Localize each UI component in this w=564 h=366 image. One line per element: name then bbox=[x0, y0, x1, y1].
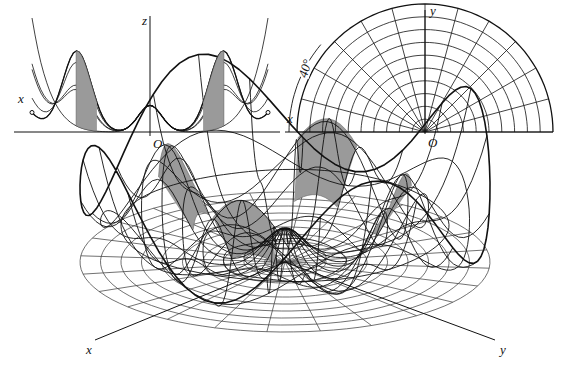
axis-label: y bbox=[500, 343, 506, 356]
angle-arc bbox=[289, 45, 321, 132]
end-point bbox=[266, 110, 270, 114]
surface-circle bbox=[101, 130, 470, 304]
polar-radial bbox=[425, 42, 516, 133]
profile-curve bbox=[32, 18, 268, 132]
polar-radial bbox=[314, 68, 425, 132]
profile-curve bbox=[32, 51, 268, 130]
surface-circle bbox=[80, 54, 490, 303]
polar-radial bbox=[392, 8, 425, 132]
profile-curve bbox=[32, 64, 268, 131]
axis-label: y bbox=[430, 4, 436, 17]
axis-label: z bbox=[142, 14, 147, 27]
profile-curve bbox=[32, 51, 268, 130]
end-point bbox=[30, 110, 34, 114]
axis-line bbox=[425, 10, 426, 134]
surface-radial bbox=[117, 158, 285, 250]
surface-circle bbox=[121, 169, 449, 281]
base-radial bbox=[83, 262, 285, 274]
polar-radial bbox=[425, 68, 536, 132]
surface-radial bbox=[285, 147, 403, 246]
surface-radial bbox=[81, 179, 285, 258]
surface-radial bbox=[285, 175, 478, 268]
surface-radial bbox=[285, 103, 442, 249]
angle-label: 40° bbox=[296, 58, 314, 79]
polar-radial bbox=[361, 21, 425, 132]
surface-radial bbox=[285, 89, 471, 254]
surface-radial bbox=[250, 79, 285, 244]
surface-radial bbox=[128, 193, 285, 276]
base-radial bbox=[285, 262, 372, 326]
shaded-patch bbox=[76, 51, 97, 131]
origin-label: O bbox=[428, 136, 437, 149]
polar-radial bbox=[301, 99, 425, 132]
profile-curve bbox=[32, 69, 268, 130]
surface-circle bbox=[142, 133, 429, 291]
surface-radial bbox=[285, 187, 489, 262]
shaded-patch bbox=[159, 144, 209, 230]
polar-radial bbox=[425, 99, 549, 132]
axis-label: x bbox=[86, 343, 92, 356]
axis-line bbox=[14, 132, 280, 133]
surface-radial bbox=[285, 136, 487, 258]
polar-radial bbox=[335, 42, 426, 133]
axis-line bbox=[150, 16, 151, 136]
axis-label: x bbox=[287, 112, 293, 125]
axis-line bbox=[285, 132, 553, 133]
surface-radial bbox=[285, 208, 453, 271]
surface-circle bbox=[162, 122, 408, 295]
surface-radial bbox=[285, 217, 320, 285]
shaded-patch bbox=[203, 51, 224, 131]
polar-radial bbox=[425, 8, 458, 132]
axis-line bbox=[285, 262, 495, 340]
origin-label: O bbox=[153, 137, 162, 150]
polar-radial bbox=[425, 21, 489, 132]
axis-label: x bbox=[18, 92, 24, 105]
surface-radial bbox=[92, 145, 285, 254]
